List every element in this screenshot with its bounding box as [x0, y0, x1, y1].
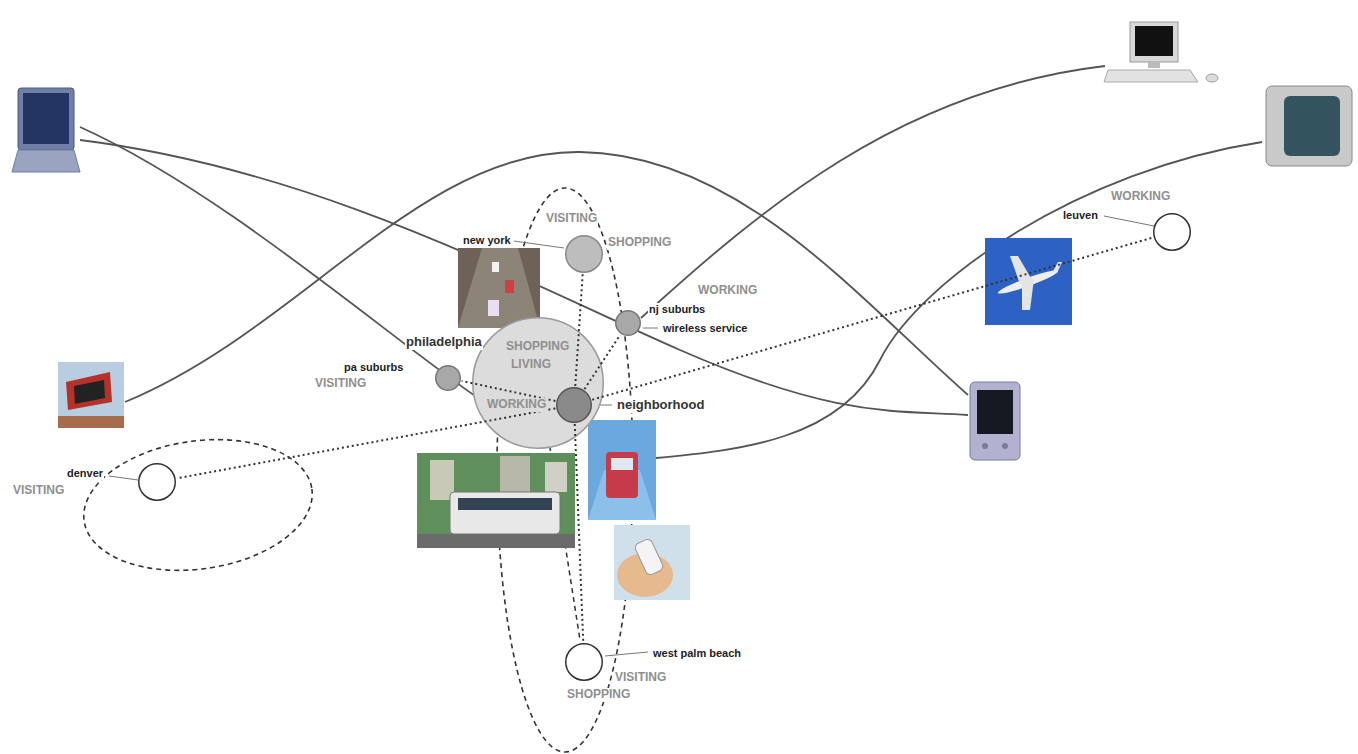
train-photo [588, 420, 656, 520]
activity-label: WORKING [697, 284, 758, 298]
highway-photo [458, 248, 540, 328]
leader-line [605, 652, 648, 656]
place-name: nj suburbs [648, 303, 706, 316]
activity-label: VISITING [614, 671, 667, 685]
place-name: leuven [1062, 209, 1099, 222]
activity-label: VISITING [545, 212, 598, 226]
leader-line [109, 476, 138, 480]
phone-photo [614, 525, 690, 600]
activity-label: SHOPPING [505, 340, 570, 354]
activity-label: WORKING [486, 398, 547, 412]
place-name: neighborhood [616, 398, 705, 413]
circle-shape [566, 236, 603, 273]
media-curve [125, 152, 968, 402]
laptop-icon [12, 88, 80, 172]
media-curve [656, 142, 1262, 458]
region-outline [75, 426, 321, 585]
circle-outline [435, 365, 461, 391]
place-circle: nj suburbswireless serviceWORKING [615, 310, 641, 336]
pda-icon [970, 382, 1020, 460]
circle-shape [1154, 214, 1191, 251]
leader-lines [109, 216, 1154, 656]
leader-line [643, 328, 658, 329]
media-curve [641, 66, 1105, 318]
circle-shape [139, 464, 176, 501]
place-circle: denverVISITING [138, 463, 176, 501]
circle-shape [566, 644, 603, 681]
billboard-photo [58, 362, 124, 428]
tv-icon [1266, 86, 1352, 166]
circle-shape [473, 318, 604, 449]
leader-line [514, 241, 564, 248]
place-name: pa suburbs [343, 361, 404, 374]
activity-label: VISITING [314, 377, 367, 391]
place-name: denver [66, 467, 104, 480]
circle-outline [556, 387, 592, 423]
place-name: new york [462, 234, 512, 247]
city-circle: philadelphiaSHOPPINGLIVINGWORKINGneighbo… [472, 317, 604, 449]
home-circle: neighborhood [556, 387, 592, 423]
activity-label: LIVING [510, 358, 552, 372]
circle-shape [557, 388, 592, 423]
leader-line [1104, 216, 1154, 226]
circle-outline [565, 643, 603, 681]
circle-outline [565, 235, 603, 273]
place-circle: pa suburbsVISITING [435, 365, 461, 391]
place-name: wireless service [662, 322, 748, 335]
tram-photo [417, 453, 575, 548]
place-circle: new yorkVISITINGSHOPPING [565, 235, 603, 273]
dotted-connector [592, 238, 1153, 400]
circle-outline [472, 317, 604, 449]
desktop-icon [1104, 22, 1218, 82]
circle-outline [1153, 213, 1191, 251]
circle-shape [436, 366, 461, 391]
place-circle: west palm beachVISITINGSHOPPING [565, 643, 603, 681]
place-name: philadelphia [405, 335, 483, 350]
media-curves [80, 66, 1262, 458]
activity-label: VISITING [12, 484, 65, 498]
activity-label: SHOPPING [566, 688, 631, 702]
place-circle: leuvenWORKING [1153, 213, 1191, 251]
circle-shape [616, 311, 641, 336]
airplane-photo [985, 238, 1072, 325]
place-name: west palm beach [652, 647, 742, 660]
circle-outline [615, 310, 641, 336]
dotted-connector [575, 424, 583, 642]
media-curve [80, 127, 478, 398]
activity-label: SHOPPING [607, 236, 672, 250]
activity-label: WORKING [1110, 190, 1171, 204]
circle-outline [138, 463, 176, 501]
